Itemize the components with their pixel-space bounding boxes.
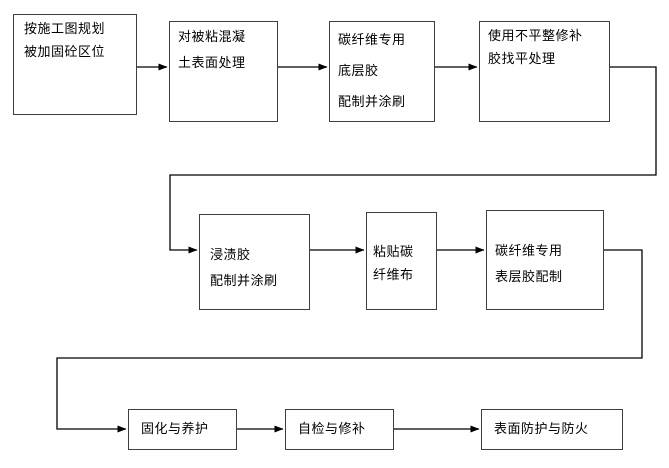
- node-4-line-1: 使用不平整修补: [488, 29, 583, 44]
- node-10-line-1: 表面防护与防火: [494, 421, 589, 437]
- node-6-line-2: 纤维布: [373, 268, 414, 283]
- concrete-surface-treatment[interactable]: 对被粘混凝 土表面处理: [169, 21, 278, 122]
- arrow-node7-to-node8: [56, 249, 643, 433]
- node-9-line-1: 自检与修补: [298, 421, 366, 437]
- node-2-line-1: 对被粘混凝: [178, 30, 246, 45]
- node-2-line-2: 土表面处理: [178, 56, 246, 71]
- node-3-line-1: 碳纤维专用: [338, 33, 406, 48]
- topcoat-adhesive-mix[interactable]: 碳纤维专用 表层胶配制: [486, 210, 604, 310]
- node-3-line-3: 配制并涂刷: [338, 95, 406, 110]
- node-5-line-2: 配制并涂刷: [210, 274, 278, 289]
- surface-protection-and-fireproofing[interactable]: 表面防护与防火: [481, 409, 623, 450]
- node-7-line-2: 表层胶配制: [495, 270, 563, 285]
- primer-mix-and-brush[interactable]: 碳纤维专用 底层胶 配制并涂刷: [329, 21, 435, 122]
- plan-reinforcement-zone[interactable]: 按施工图规划 被加固砼区位: [13, 14, 137, 115]
- node-8-line-1: 固化与养护: [141, 421, 209, 437]
- curing-and-maintenance[interactable]: 固化与养护: [128, 409, 237, 450]
- node-3-line-2: 底层胶: [338, 64, 379, 79]
- node-1-line-1: 按施工图规划: [24, 22, 106, 37]
- node-7-line-1: 碳纤维专用: [495, 244, 563, 259]
- saturant-mix-and-brush[interactable]: 浸渍胶 配制并涂刷: [199, 214, 310, 310]
- node-6-line-1: 粘贴碳: [373, 245, 414, 260]
- paste-carbon-fiber-cloth[interactable]: 粘贴碳 纤维布: [366, 212, 437, 310]
- node-1-line-2: 被加固砼区位: [24, 45, 106, 60]
- arrow-node4-to-node5: [169, 66, 657, 254]
- leveling-putty-treatment[interactable]: 使用不平整修补 胶找平处理: [479, 21, 610, 122]
- node-4-line-2: 胶找平处理: [488, 52, 556, 67]
- node-5-line-1: 浸渍胶: [210, 248, 251, 263]
- self-inspection-and-repair[interactable]: 自检与修补: [285, 409, 394, 450]
